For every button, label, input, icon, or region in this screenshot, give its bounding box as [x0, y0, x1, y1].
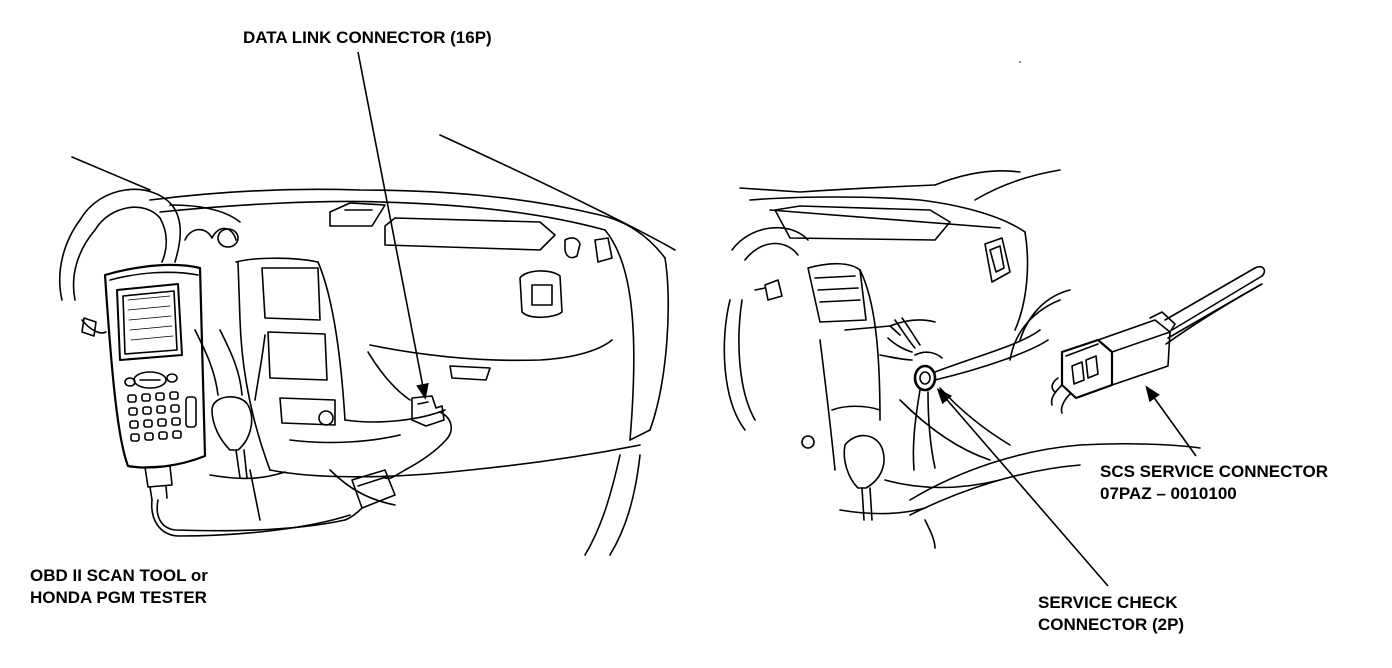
- scs-service-connector-label: SCS SERVICE CONNECTOR 07PAZ – 0010100: [1100, 461, 1328, 505]
- data-link-connector-leader: [358, 52, 429, 400]
- data-link-connector-label: DATA LINK CONNECTOR (16P): [243, 27, 492, 49]
- data-link-connector-text: DATA LINK CONNECTOR (16P): [243, 28, 492, 47]
- scs-label-line1: SCS SERVICE CONNECTOR: [1100, 462, 1328, 481]
- service-check-label-line2: CONNECTOR (2P): [1038, 615, 1185, 634]
- service-check-label-line1: SERVICE CHECK: [1038, 593, 1178, 612]
- scs-label-line2: 07PAZ – 0010100: [1100, 484, 1237, 503]
- service-check-connector-label: SERVICE CHECK CONNECTOR (2P): [1038, 592, 1184, 636]
- right-dashboard-illustration: [724, 170, 1264, 548]
- scan-tool-label: OBD II SCAN TOOL or HONDA PGM TESTER: [30, 565, 208, 609]
- speck: [1019, 61, 1021, 63]
- scan-tool-label-line1: OBD II SCAN TOOL or: [30, 566, 208, 585]
- scan-tool-label-line2: HONDA PGM TESTER: [30, 588, 207, 607]
- scs-connector-leader: [1145, 385, 1196, 456]
- service-check-connector-leader: [936, 387, 1108, 586]
- left-dashboard-illustration: [60, 135, 675, 555]
- keypad: [128, 392, 196, 441]
